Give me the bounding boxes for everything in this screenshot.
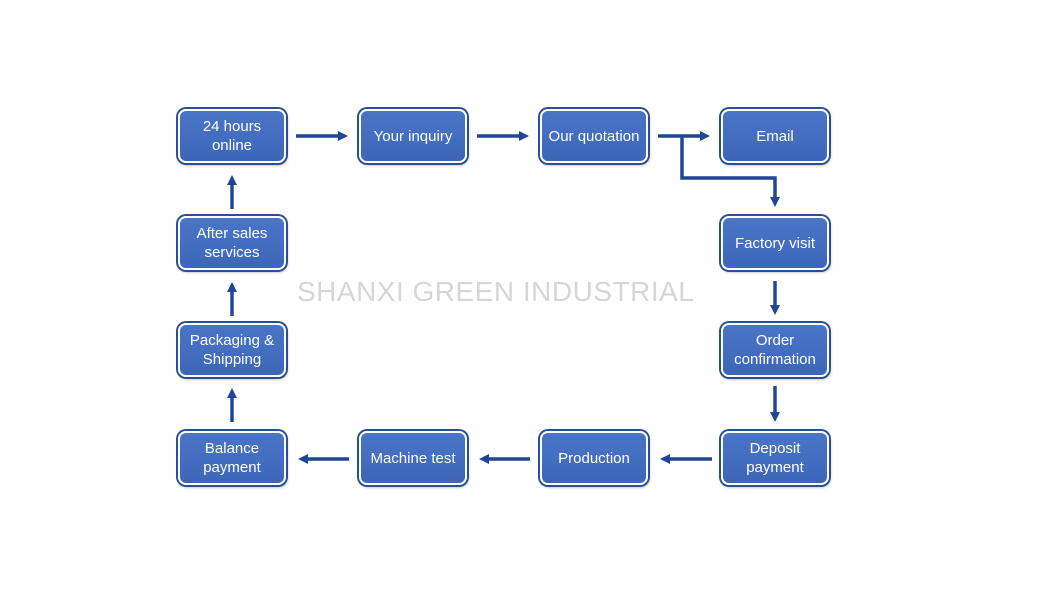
step-packaging-shipping: Packaging & Shipping (178, 323, 286, 377)
arrow-quotation-to-factory-visit (680, 136, 780, 207)
step-machine-test: Machine test (359, 431, 467, 485)
step-24-hours-online: 24 hours online (178, 109, 286, 163)
step-deposit-payment: Deposit payment (721, 431, 829, 485)
step-your-inquiry: Your inquiry (359, 109, 467, 163)
step-production: Production (540, 431, 648, 485)
step-email: Email (721, 109, 829, 163)
step-factory-visit: Factory visit (721, 216, 829, 270)
watermark-text: SHANXI GREEN INDUSTRIAL (297, 276, 695, 307)
step-after-sales-services: After sales services (178, 216, 286, 270)
step-our-quotation: Our quotation (540, 109, 648, 163)
step-order-confirmation: Order confirmation (721, 323, 829, 377)
step-balance-payment: Balance payment (178, 431, 286, 485)
